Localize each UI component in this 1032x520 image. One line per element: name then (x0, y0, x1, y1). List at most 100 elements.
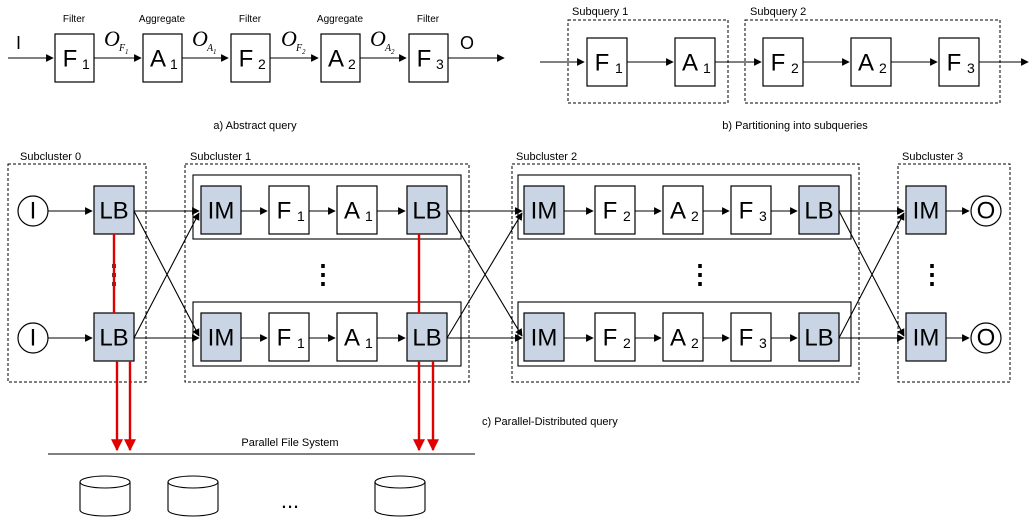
filter-node-f3 (408, 33, 449, 83)
caption-parallel-distributed: c) Parallel-Distributed query (482, 416, 618, 428)
aggregate-node-a2 (850, 37, 892, 87)
ellipsis: ⋮ (687, 259, 713, 289)
node-name: LB (804, 198, 833, 225)
node-name: F (603, 325, 618, 352)
operator-type-label: Aggregate (139, 14, 186, 25)
filter-node-f1 (268, 185, 310, 235)
filter-node-f2 (594, 185, 636, 235)
input-manager-node (905, 185, 947, 235)
node-subscript: 3 (759, 335, 767, 351)
node-subscript: 2 (258, 56, 266, 72)
node-name: F (63, 46, 78, 73)
abstract-input-label: I (16, 33, 21, 53)
arrow (838, 212, 905, 339)
node-name: LB (99, 198, 128, 225)
filter-node-f3 (730, 185, 772, 235)
aggregate-node-a1 (336, 185, 378, 235)
arrow (133, 210, 200, 337)
node-name: F (417, 46, 432, 73)
parallel-distributed-query: Subcluster 0 Subcluster 1 Subcluster 2 S… (7, 151, 1011, 452)
subcluster-0-label: Subcluster 0 (20, 151, 81, 163)
aggregate-node-a1 (674, 37, 716, 87)
node-name: F (739, 198, 754, 225)
abstract-query: I Filter F 1 O F 1 Aggregate A 1 O A 1 F… (8, 14, 505, 132)
node-name: LB (804, 325, 833, 352)
node-name: LB (99, 325, 128, 352)
node-name: A (670, 325, 686, 352)
node-name: A (858, 50, 874, 77)
node-name: F (595, 50, 610, 77)
node-name: IM (913, 198, 940, 225)
operator-type-label: Filter (63, 14, 86, 25)
node-subscript: 1 (170, 56, 178, 72)
edge-label-base: O (104, 26, 120, 51)
edge-label-subsub: 2 (302, 48, 306, 56)
disk-ellipsis: ... (281, 488, 299, 513)
input-manager-node (200, 185, 242, 235)
parallel-file-system: Parallel File System ... (48, 437, 475, 517)
pipeline-box (517, 174, 852, 240)
node-name: A (344, 325, 360, 352)
node-name: F (603, 198, 618, 225)
node-subscript: 2 (623, 208, 631, 224)
ellipsis: ⋮ (310, 259, 336, 289)
filter-node-f3 (730, 312, 772, 362)
output-sink-node (970, 322, 1002, 354)
node-subscript: 3 (967, 60, 975, 76)
input-manager-node (523, 185, 565, 235)
subcluster-3-boundary (897, 163, 1011, 383)
node-subscript: 1 (365, 208, 373, 224)
node-subscript: 1 (82, 56, 90, 72)
load-balancer-node (798, 185, 840, 235)
edge-label-subsub: 1 (125, 48, 129, 56)
aggregate-node-a1 (336, 312, 378, 362)
edge-label-subsub: 2 (391, 48, 395, 56)
node-subscript: 2 (691, 335, 699, 351)
node-name: A (670, 198, 686, 225)
node-name: F (771, 50, 786, 77)
aggregate-node-a2 (662, 312, 704, 362)
disk-icon (374, 475, 426, 517)
partitioning: Subquery 1 F 1 A 1 Subquery 2 F 2 A 2 F … (540, 6, 1029, 132)
edge-label-base: O (370, 26, 386, 51)
subcluster-3-label: Subcluster 3 (902, 151, 963, 163)
node-name: A (682, 50, 698, 77)
edge-label-base: O (192, 26, 208, 51)
node-name: F (277, 325, 292, 352)
caption-partitioning: b) Partitioning into subqueries (722, 120, 868, 132)
edge-label-sub: F (295, 43, 303, 54)
node-subscript: 3 (436, 56, 444, 72)
node-name: O (977, 325, 996, 352)
subquery-1-label: Subquery 1 (572, 6, 628, 18)
node-subscript: 1 (297, 208, 305, 224)
node-name: A (344, 198, 360, 225)
disk-icon (167, 475, 219, 517)
ellipsis: ⋮ (919, 259, 945, 289)
node-name: F (239, 46, 254, 73)
node-name: IM (208, 198, 235, 225)
node-subscript: 1 (615, 60, 623, 76)
filter-node-f3 (938, 37, 980, 87)
disk-icon (79, 475, 131, 517)
abstract-output-label: O (460, 33, 474, 53)
arrow (446, 212, 523, 339)
subcluster-0-boundary (7, 163, 147, 383)
node-subscript: 2 (879, 60, 887, 76)
subquery-2-label: Subquery 2 (750, 6, 806, 18)
node-name: I (30, 198, 37, 225)
file-system-label: Parallel File System (241, 437, 338, 449)
node-subscript: 1 (703, 60, 711, 76)
node-subscript: 2 (348, 56, 356, 72)
edge-label-sub: A (206, 43, 214, 54)
node-name: IM (531, 325, 558, 352)
node-subscript: 2 (791, 60, 799, 76)
load-balancer-node (406, 185, 448, 235)
subcluster-2-boundary (511, 163, 860, 383)
edge-label-subsub: 1 (213, 48, 217, 56)
edge-label-base: O (281, 26, 297, 51)
node-name: LB (412, 198, 441, 225)
node-name: F (277, 198, 292, 225)
edge-label-sub: F (118, 43, 126, 54)
edge-label-sub: A (384, 43, 392, 54)
